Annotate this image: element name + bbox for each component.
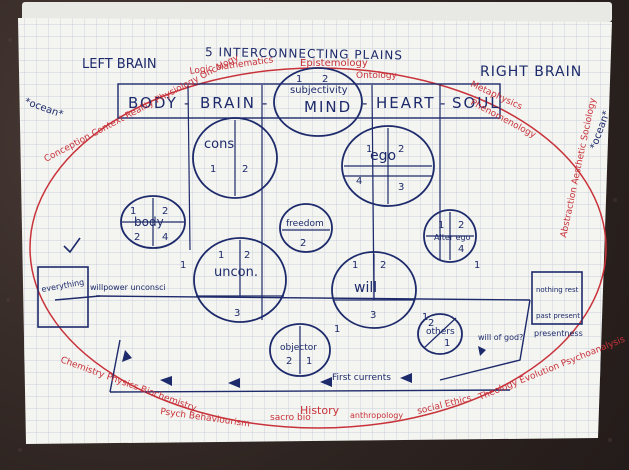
cons-label: cons — [204, 137, 234, 152]
svg-text:1: 1 — [296, 74, 302, 85]
heart-label: HEART — [376, 94, 436, 112]
presentness-label: presentness — [534, 329, 583, 338]
svg-text:4: 4 — [458, 244, 464, 255]
svg-text:2: 2 — [244, 250, 250, 261]
svg-text:1: 1 — [444, 338, 450, 349]
svg-text:3: 3 — [234, 308, 240, 319]
flow-arrows — [122, 346, 486, 388]
circle-body — [120, 195, 186, 249]
svg-text:1: 1 — [438, 220, 444, 231]
red-top-epistemology: Epistemology — [300, 58, 368, 69]
svg-text:2: 2 — [428, 318, 434, 329]
past-present-label: past present — [536, 312, 580, 320]
circle-cons — [192, 117, 278, 199]
soul-label: SOUL — [452, 94, 501, 112]
svg-text:1: 1 — [352, 260, 358, 271]
svg-text:3: 3 — [370, 310, 376, 321]
nothing-label: nothing rest — [536, 286, 579, 294]
uncon-label: uncon. — [214, 265, 258, 280]
circle-subjectivity — [273, 67, 363, 137]
left-brain-label: LEFT BRAIN — [82, 57, 157, 72]
ego-label: ego — [370, 148, 396, 164]
will-of-god-label: will of god? — [478, 333, 523, 342]
circle-uncon — [193, 237, 287, 323]
svg-text:-: - — [440, 94, 445, 112]
brain-label: BRAIN — [200, 94, 256, 112]
red-anthropology-label: anthropology — [350, 411, 403, 420]
circle-alter-ego — [423, 209, 477, 263]
red-sacred-label: sacro bio — [270, 413, 311, 423]
svg-text:1: 1 — [334, 324, 340, 335]
svg-text:2: 2 — [458, 220, 464, 231]
circle-ego — [341, 125, 435, 207]
svg-text:2: 2 — [380, 260, 386, 271]
notepad-binding — [22, 2, 612, 22]
circle-others — [417, 313, 463, 355]
willpower-label: willpower unconsci — [90, 283, 166, 292]
will-label: will — [354, 280, 377, 296]
svg-text:-: - — [362, 94, 367, 112]
flow-lines — [54, 295, 531, 393]
svg-text:3: 3 — [398, 182, 404, 193]
svg-text:4: 4 — [356, 176, 362, 187]
svg-text:2: 2 — [300, 238, 306, 249]
circle-will — [331, 251, 417, 329]
svg-text:2: 2 — [322, 74, 328, 85]
svg-text:2: 2 — [286, 356, 292, 367]
circle-objector — [269, 323, 331, 377]
svg-text:1: 1 — [366, 144, 372, 155]
mind-label: MIND — [304, 98, 352, 116]
alter-ego-label: Alter ego — [434, 233, 471, 242]
svg-text:1: 1 — [130, 206, 136, 217]
svg-text:1: 1 — [474, 260, 480, 271]
body-circle-label: body — [134, 215, 164, 229]
nothing-box — [531, 271, 583, 325]
right-brain-label: RIGHT BRAIN — [480, 64, 582, 80]
svg-text:2: 2 — [134, 232, 140, 243]
svg-text:-: - — [184, 94, 189, 112]
red-history-label: History — [300, 404, 340, 417]
svg-text:1: 1 — [218, 250, 224, 261]
objector-label: objector — [280, 343, 317, 353]
svg-text:4: 4 — [162, 232, 168, 243]
svg-text:1: 1 — [180, 260, 186, 271]
svg-text:2: 2 — [242, 164, 248, 175]
page-title: 5 INTERCONNECTING PLAINS — [205, 45, 403, 62]
subjectivity-label: subjectivity — [290, 85, 348, 96]
main-row-box — [117, 83, 501, 119]
svg-text:2: 2 — [162, 206, 168, 217]
svg-text:1: 1 — [210, 164, 216, 175]
red-top-ontology: Ontology — [356, 71, 398, 81]
everything-box — [37, 266, 89, 328]
first-currents-label: First currents — [332, 373, 391, 383]
svg-text:1: 1 — [422, 312, 428, 323]
svg-text:-: - — [262, 94, 267, 112]
freedom-label: freedom — [286, 219, 324, 229]
others-label: others — [426, 327, 455, 337]
body-label: BODY — [128, 94, 178, 112]
svg-text:1: 1 — [306, 356, 312, 367]
circle-dividers — [122, 120, 474, 374]
circle-freedom — [279, 203, 333, 253]
svg-text:2: 2 — [398, 144, 404, 155]
check-mark-icon — [63, 237, 81, 254]
